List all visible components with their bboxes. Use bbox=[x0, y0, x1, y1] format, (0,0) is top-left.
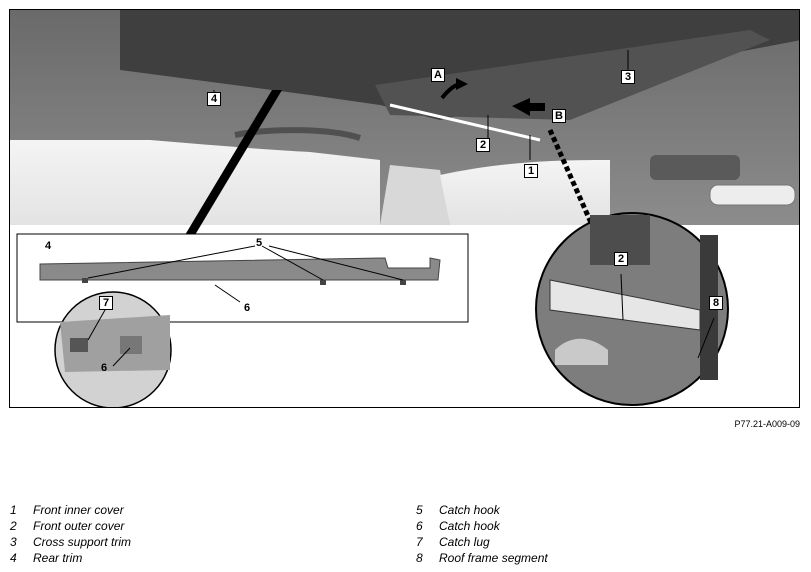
hook-mark bbox=[400, 280, 406, 285]
detail-label-4: 4 bbox=[45, 240, 52, 252]
b-pillar bbox=[380, 165, 450, 225]
callout-8: 8 bbox=[709, 296, 723, 310]
hook-mark bbox=[82, 278, 88, 283]
side-window bbox=[10, 140, 380, 225]
detail-label-6-left: 6 bbox=[101, 362, 108, 374]
detail-label-6: 6 bbox=[244, 302, 251, 314]
catch-detail-body bbox=[60, 315, 170, 372]
leader-2-detail bbox=[620, 273, 624, 321]
cross-support-trim bbox=[375, 30, 770, 120]
detail-pointer-right bbox=[547, 128, 595, 227]
arrow-a-head bbox=[456, 78, 468, 90]
leader-7 bbox=[87, 309, 106, 341]
figure-code: P77.21-A009-09 bbox=[734, 419, 800, 429]
overhead-console bbox=[650, 155, 740, 180]
leader-6 bbox=[214, 284, 241, 303]
mount-part bbox=[555, 338, 608, 365]
arrow-b bbox=[512, 98, 545, 116]
callout-7: 7 bbox=[99, 296, 113, 310]
catch-lug-shape bbox=[70, 338, 88, 352]
roof-opening bbox=[120, 10, 799, 120]
leader-5 bbox=[268, 245, 404, 281]
leader-5 bbox=[87, 245, 256, 279]
illustration-artwork bbox=[10, 10, 799, 407]
callout-4: 4 bbox=[207, 92, 221, 106]
cover-edge bbox=[389, 103, 541, 142]
leader-5 bbox=[261, 245, 324, 281]
sunroof-trim-illustration: 4 A B 3 2 1 4 5 6 7 6 2 8 bbox=[9, 9, 800, 408]
callout-2-detail: 2 bbox=[614, 252, 628, 266]
callout-2: 2 bbox=[476, 138, 490, 152]
hook-mark bbox=[320, 280, 326, 285]
detail-label-5: 5 bbox=[256, 237, 263, 249]
lower-bracket bbox=[590, 215, 650, 265]
catch-hook-shape bbox=[120, 336, 142, 354]
leader-6-detail bbox=[112, 347, 131, 367]
callout-b: B bbox=[552, 109, 566, 123]
rearview-mirror bbox=[709, 184, 796, 206]
callout-a: A bbox=[431, 68, 445, 82]
callout-3: 3 bbox=[621, 70, 635, 84]
callout-1: 1 bbox=[524, 164, 538, 178]
detail-pointer-top bbox=[185, 90, 282, 235]
leader-8 bbox=[697, 317, 715, 359]
rear-window bbox=[440, 160, 610, 225]
